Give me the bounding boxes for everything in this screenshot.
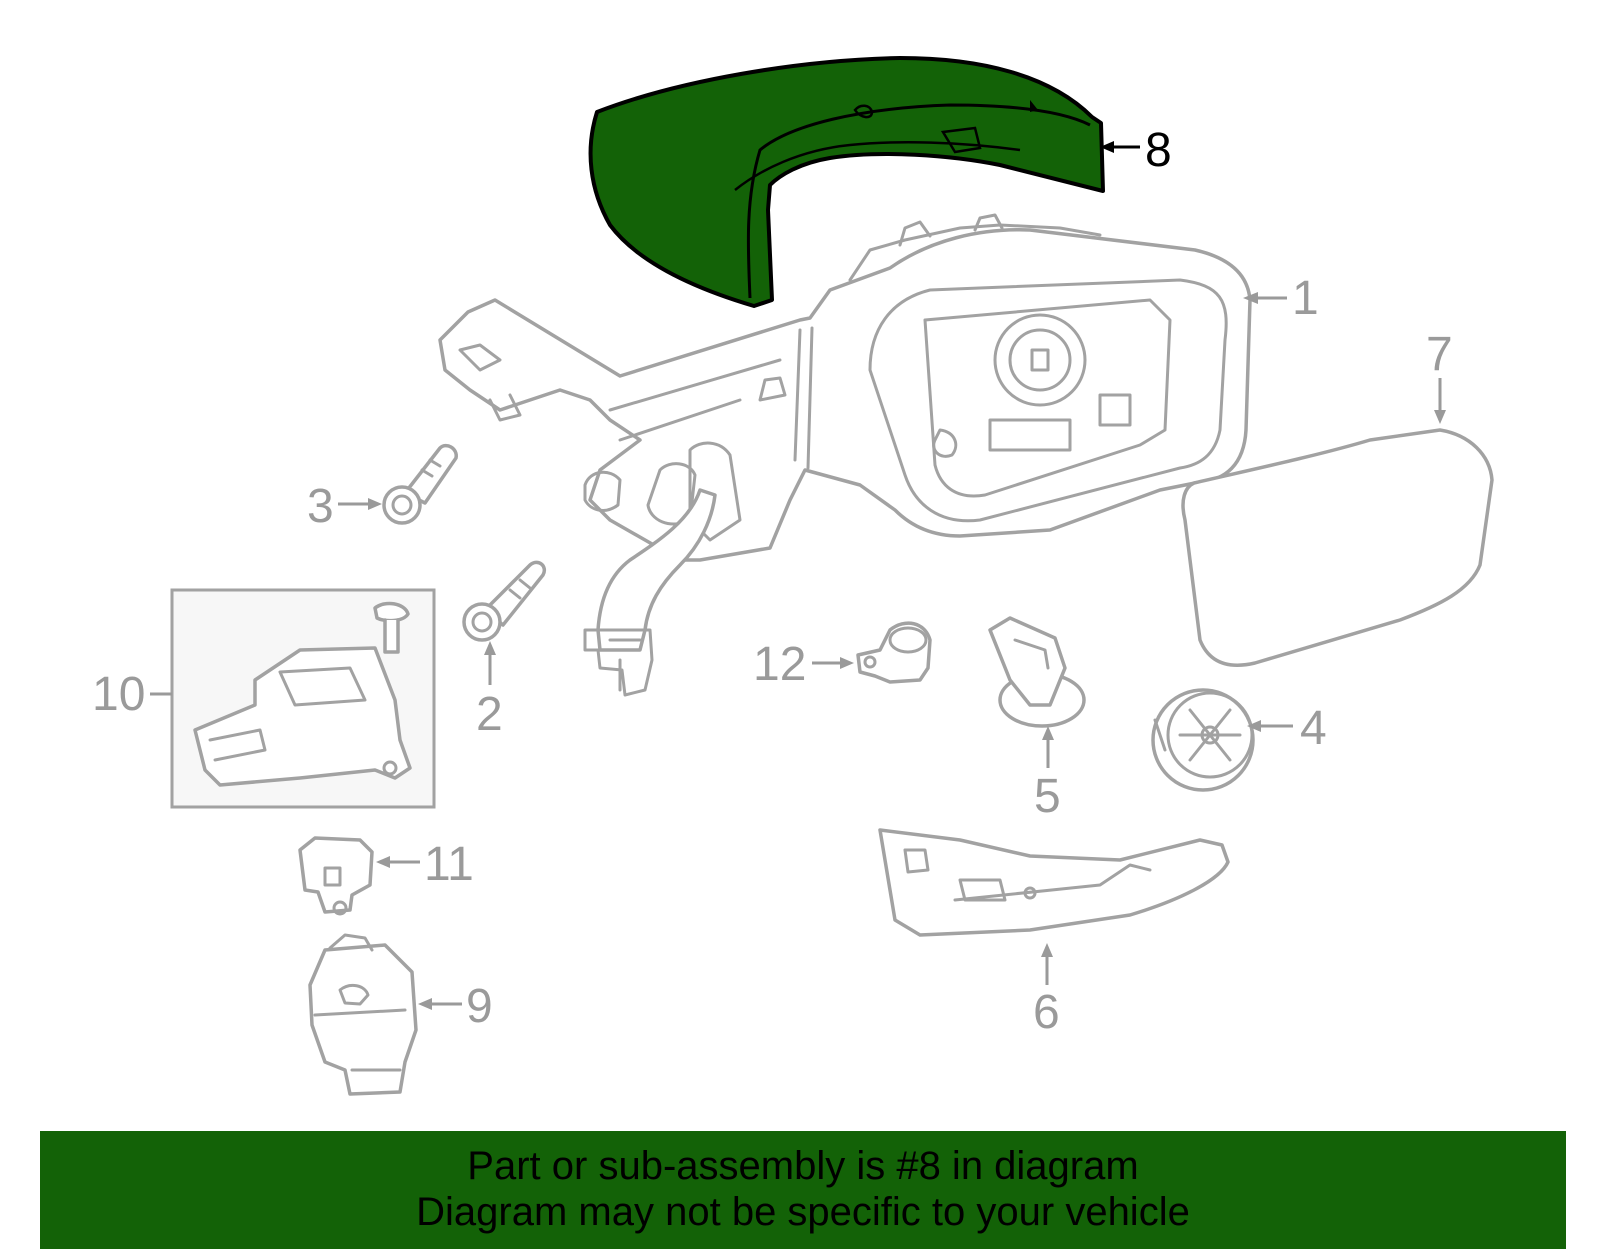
callout-10: 10: [92, 668, 172, 721]
callout-5: 5: [1034, 726, 1061, 823]
banner-part-info: Part or sub-assembly is #8 in diagram: [467, 1144, 1139, 1188]
callout-7: 7: [1426, 328, 1453, 424]
callout-3-label: 3: [307, 480, 334, 533]
callout-3: 3: [307, 480, 382, 533]
part-2-bolt[interactable]: [462, 560, 546, 642]
callout-1: 1: [1243, 272, 1319, 325]
callout-9-label: 9: [466, 980, 493, 1033]
callout-9: 9: [418, 980, 493, 1033]
callout-2-label: 2: [476, 688, 503, 741]
callout-1-label: 1: [1292, 272, 1319, 325]
part-1-mirror-housing[interactable]: [438, 213, 1252, 697]
callout-10-label: 10: [92, 668, 145, 721]
part-7-mirror-glass[interactable]: [1181, 428, 1494, 667]
callout-11-label: 11: [424, 838, 474, 891]
part-5-puddle-lamp[interactable]: [988, 616, 1086, 728]
callout-12-label: 12: [753, 638, 806, 691]
banner-disclaimer: Diagram may not be specific to your vehi…: [416, 1190, 1190, 1234]
callout-8-label: 8: [1145, 124, 1172, 177]
part-11-connector[interactable]: [298, 836, 374, 916]
part-10-subassembly-box[interactable]: [170, 588, 436, 809]
part-8-mirror-cover[interactable]: [588, 56, 1105, 308]
part-6-turn-signal[interactable]: [878, 828, 1230, 937]
callout-4-label: 4: [1300, 702, 1327, 755]
callout-4: 4: [1247, 702, 1327, 755]
callout-6: 6: [1033, 943, 1060, 1039]
part-3-bolt[interactable]: [382, 443, 458, 525]
part-4-motor[interactable]: [1151, 688, 1255, 792]
callout-2: 2: [476, 641, 503, 741]
callout-11: 11: [376, 838, 474, 891]
part-9-camera-module[interactable]: [308, 933, 418, 1096]
callout-6-label: 6: [1033, 986, 1060, 1039]
callout-8: 8: [1100, 124, 1172, 177]
callout-7-label: 7: [1426, 328, 1453, 381]
callout-5-label: 5: [1034, 770, 1061, 823]
callout-12: 12: [753, 638, 854, 691]
info-banner: Part or sub-assembly is #8 in diagram Di…: [40, 1131, 1566, 1249]
part-12-sensor[interactable]: [856, 621, 932, 684]
